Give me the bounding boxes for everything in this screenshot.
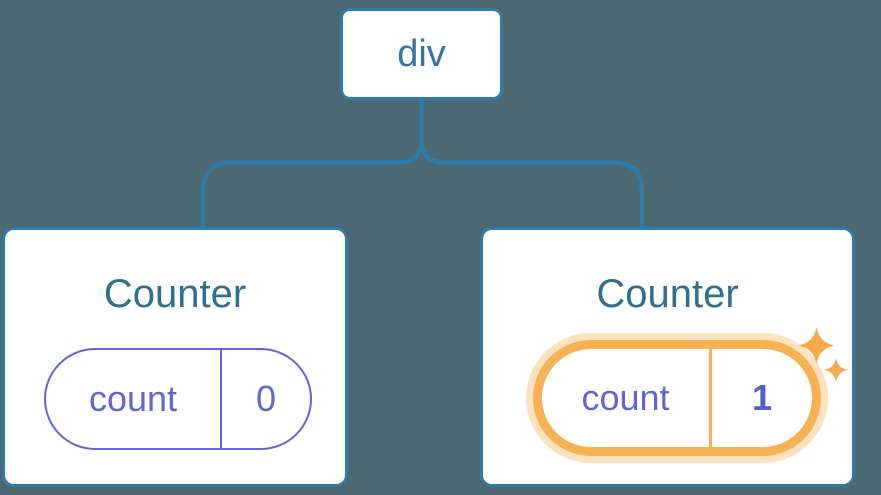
counter-right-title: Counter [596, 272, 739, 316]
counter-card-right: Counter count 1 [480, 227, 855, 487]
state-value: 0 [255, 378, 277, 419]
state-value-updated: 1 [751, 377, 773, 418]
state-pill-right-highlighted: count 1 [533, 340, 821, 456]
counter-left-title: Counter [103, 272, 247, 316]
connector-left-branch [200, 139, 424, 228]
sparkle-icon [824, 358, 848, 382]
state-key-label: count [46, 350, 222, 448]
state-pill-left: count 0 [44, 348, 312, 450]
root-node-label: div [397, 32, 446, 75]
sparkle-icon [798, 327, 835, 364]
root-node-div: div [340, 8, 503, 100]
state-key-label: count [542, 349, 712, 447]
counter-card-left: Counter count 0 [2, 227, 348, 487]
connector-right-branch [419, 139, 645, 228]
